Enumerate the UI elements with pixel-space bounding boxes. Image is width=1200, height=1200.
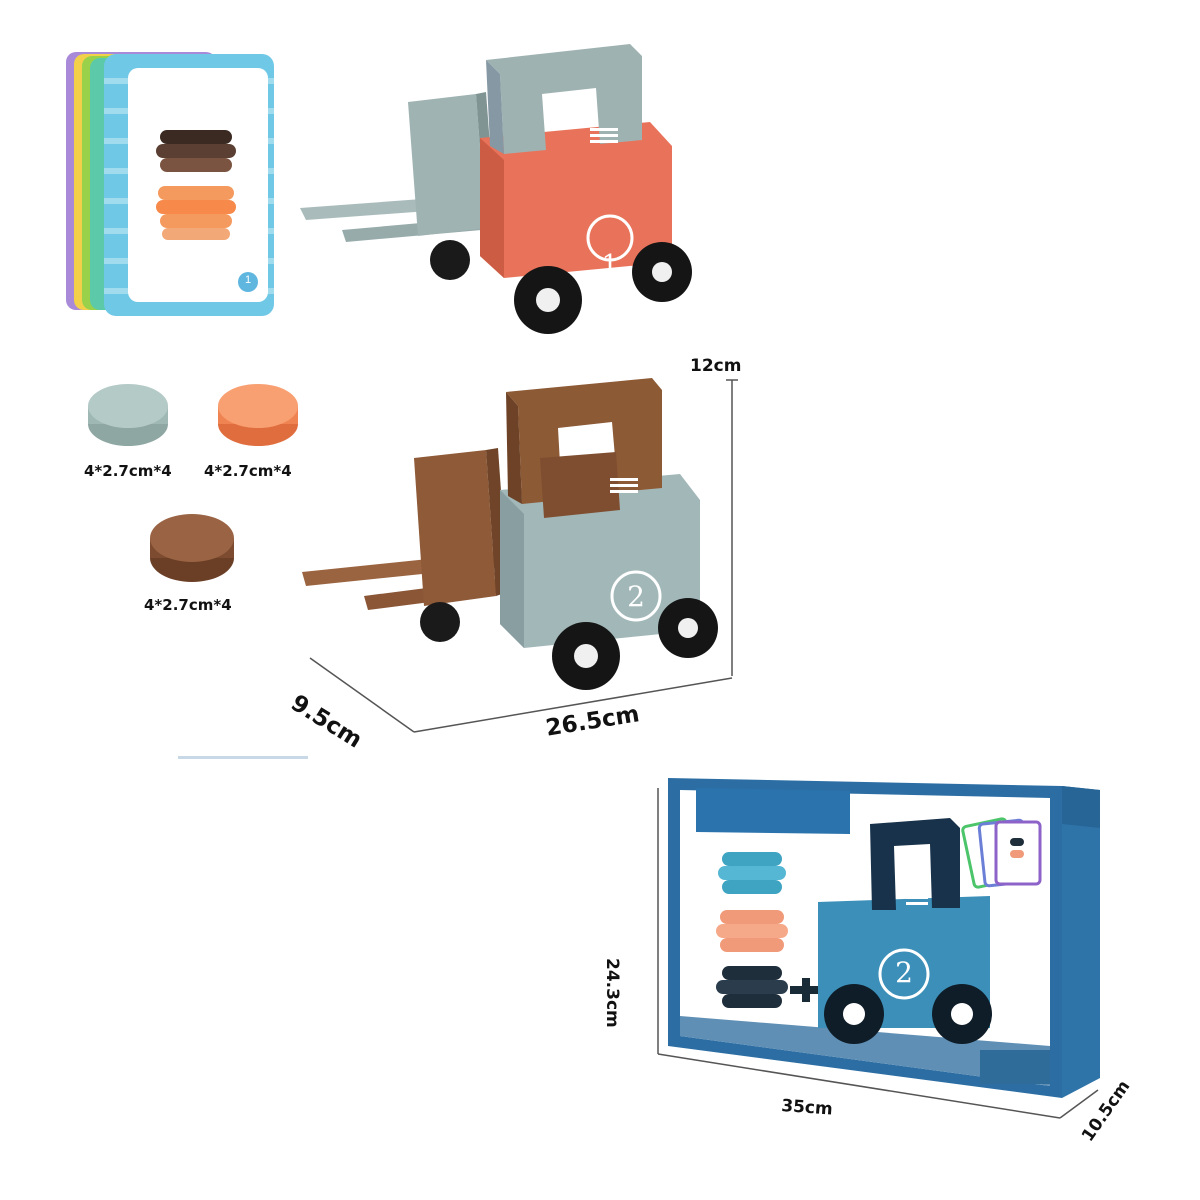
box-height-dimension-label: 24.3cm	[602, 958, 622, 1028]
piece-grey-size: 4*2.7cm*4	[84, 462, 172, 480]
flash-card-stack: 1	[60, 48, 280, 318]
forklift-orange: 1	[290, 30, 710, 340]
forklift-orange-number: 1	[601, 250, 619, 280]
height-dimension-label: 12cm	[690, 356, 742, 376]
piece-orange-size: 4*2.7cm*4	[204, 462, 292, 480]
packaging-box-graphic	[657, 778, 1100, 1119]
piece-orange: 4*2.7cm*4	[204, 372, 314, 482]
forklift-blue-number: 2	[627, 580, 645, 613]
piece-orange-graphic	[218, 384, 298, 446]
box-forklift-number-visible: 2	[895, 956, 913, 989]
card-stack-graphic	[66, 52, 274, 316]
card-number-badge: 1	[244, 274, 252, 286]
packaging-box: 2	[650, 768, 1150, 1168]
divider-fragment	[178, 756, 308, 759]
piece-brown-graphic	[150, 514, 234, 582]
box-width-dimension-label: 35cm	[780, 1096, 834, 1120]
forklift-orange-graphic	[300, 44, 692, 334]
piece-grey-graphic	[88, 384, 168, 446]
forklift-blue-graphic	[302, 378, 738, 733]
forklift-blue: 2	[290, 360, 760, 760]
piece-brown: 4*2.7cm*4	[140, 500, 250, 620]
piece-grey: 4*2.7cm*4	[84, 372, 194, 482]
piece-brown-size: 4*2.7cm*4	[144, 596, 232, 614]
